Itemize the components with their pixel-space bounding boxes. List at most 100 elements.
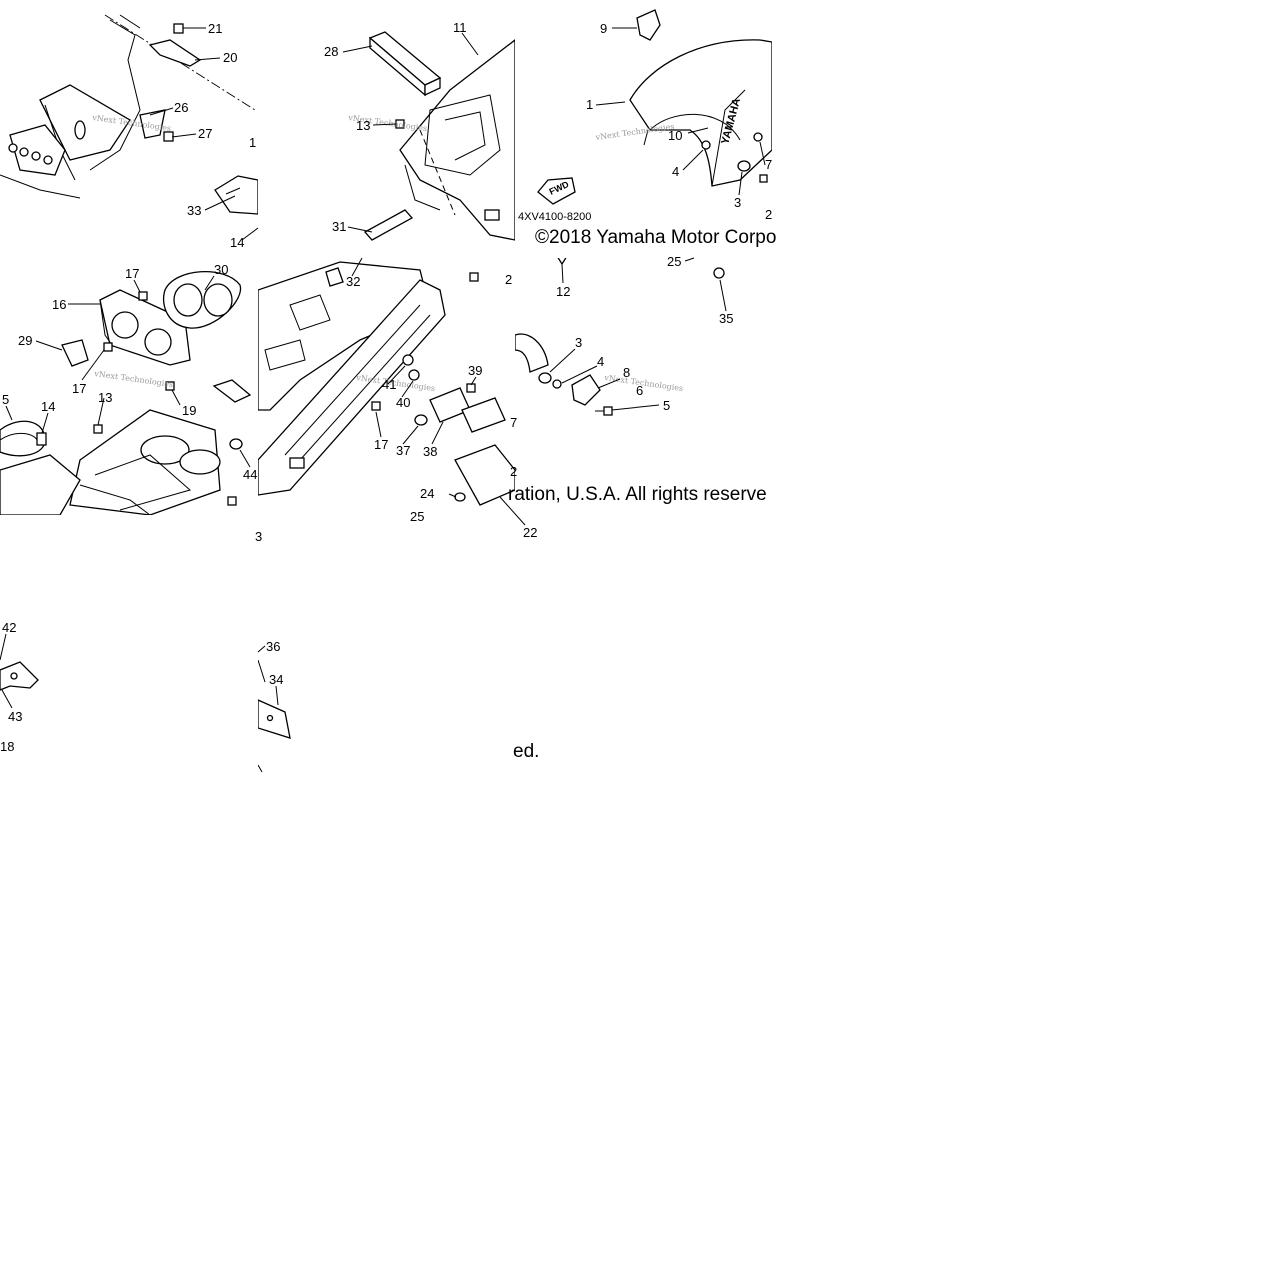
tile-front-fender: YAMAHA FWD vNext Technologies	[537, 9, 772, 205]
callout-label: 9	[600, 21, 607, 36]
callout-label: 34	[269, 672, 283, 687]
callout-label: 14	[230, 235, 244, 250]
clip-32-part	[325, 267, 344, 287]
callout-label: 7	[510, 415, 517, 430]
panel-33-part	[214, 175, 258, 215]
tile-fender-fittings: vNext Technologies	[515, 258, 725, 416]
bolt-13-part	[93, 424, 103, 434]
fender-edge-part	[515, 333, 549, 373]
screw-12-part	[557, 258, 567, 266]
bolt-5-part	[595, 406, 613, 416]
stay-36-part	[258, 659, 266, 683]
frame-main-part	[258, 261, 431, 411]
callout-label: 19	[182, 403, 196, 418]
frame-rail-part	[0, 14, 256, 199]
collar-3-part	[538, 372, 552, 384]
collar-3-part	[737, 160, 751, 172]
lever-part	[212, 379, 252, 403]
drawing-code: 4XV4100-8200	[518, 211, 591, 223]
callout-label: 21	[208, 21, 222, 36]
callout-label: 4	[597, 354, 604, 369]
washer-4-part	[552, 379, 562, 389]
callout-label: 8	[623, 365, 630, 380]
leader-lines	[0, 27, 766, 709]
callout-label: 7	[765, 157, 772, 172]
watermark: vNext Technologies	[93, 369, 174, 389]
callout-label: 3	[575, 335, 582, 350]
nut-44-part	[229, 438, 243, 450]
bracket-38-part	[429, 387, 471, 423]
lower-cover-part	[69, 409, 221, 515]
callout-label: 27	[198, 126, 212, 141]
rear-fender-11-part	[399, 39, 515, 241]
callout-label: 40	[396, 395, 410, 410]
meter-cover-30-part	[163, 271, 242, 329]
strip-31-part	[363, 209, 414, 241]
callout-label: 18	[0, 739, 14, 754]
clip-14-part	[36, 432, 47, 446]
panel-part	[0, 454, 81, 515]
plate-34-part	[258, 699, 291, 739]
nut-24-part	[454, 492, 466, 502]
callout-label: 4	[672, 164, 679, 179]
callout-label: 3	[734, 195, 741, 210]
callout-label: 5	[2, 392, 9, 407]
callout-label: 13	[356, 118, 370, 133]
callout-label: 29	[18, 333, 32, 348]
callout-label: 20	[223, 50, 237, 65]
screw-17-part	[371, 401, 381, 411]
screw-17-part	[103, 291, 148, 352]
bracket-20-part	[148, 39, 202, 67]
nut-7-part	[753, 132, 763, 142]
collar-40-part	[408, 369, 420, 381]
callout-label: 25	[667, 254, 681, 269]
callout-label: 26	[174, 100, 188, 115]
copyright-line-1: ©2018 Yamaha Motor Corpo	[535, 227, 776, 248]
tile-rear-frame: vNext Technologies	[0, 14, 258, 215]
callout-label: 13	[98, 390, 112, 405]
callout-label: 33	[187, 203, 201, 218]
bolt-39-part	[466, 383, 476, 393]
callout-label: 14	[41, 399, 55, 414]
stay-9-part	[636, 9, 661, 41]
copyright-line-3: ed.	[513, 741, 539, 762]
bolt-2-part	[469, 272, 479, 282]
callout-label: 25	[410, 509, 424, 524]
tile-meter-cover: vNext Technologies	[0, 271, 242, 515]
clamp-26-part	[139, 109, 166, 139]
tile-bracket-fragment	[0, 661, 39, 691]
callout-label: 28	[324, 44, 338, 59]
nut-35-part	[713, 267, 725, 279]
callout-label: 22	[523, 525, 537, 540]
front-fender-1-part: YAMAHA	[629, 39, 772, 187]
callout-label: 24	[420, 486, 434, 501]
bolt-27-part	[163, 131, 174, 142]
callout-label: 1	[586, 97, 593, 112]
callout-label: 16	[52, 297, 66, 312]
callout-label: 30	[214, 262, 228, 277]
callout-label: 31	[332, 219, 346, 234]
callout-label: 10	[668, 128, 682, 143]
watermark: vNext Technologies	[594, 122, 675, 142]
bracket-22-part	[454, 444, 515, 506]
edge-part	[258, 764, 263, 773]
tile-plate-fragment	[258, 659, 291, 773]
callout-label: 1	[249, 135, 256, 150]
tile-side-cover: vNext Technologies	[258, 261, 515, 506]
grommet-19-part	[165, 381, 175, 391]
callout-label: 37	[396, 443, 410, 458]
tile-meter-cover-ext	[212, 379, 252, 506]
fwd-arrow: FWD	[537, 177, 576, 205]
callout-label: 43	[8, 709, 22, 724]
bracket-42-part	[0, 661, 39, 691]
callout-label: 17	[125, 266, 139, 281]
callout-label: 3	[255, 529, 262, 544]
callout-label: 17	[374, 437, 388, 452]
callout-label: 12	[556, 284, 570, 299]
pad-28-part	[368, 31, 442, 97]
callout-label: 2	[765, 207, 772, 222]
callout-label: 17	[72, 381, 86, 396]
callout-label: 38	[423, 444, 437, 459]
callout-label: 39	[468, 363, 482, 378]
